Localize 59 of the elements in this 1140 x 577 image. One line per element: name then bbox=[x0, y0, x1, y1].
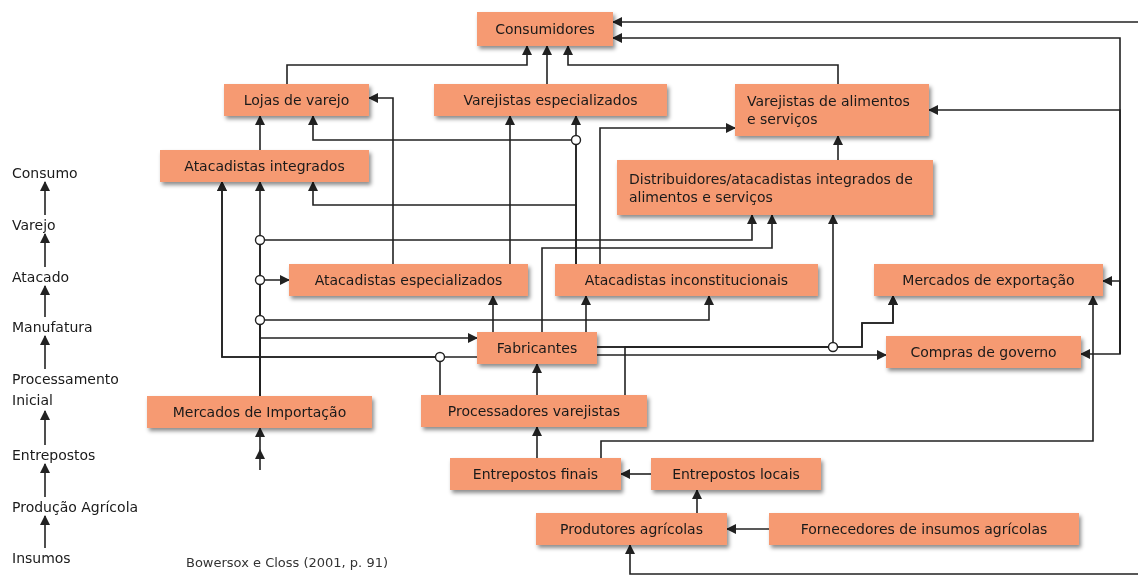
arrow bbox=[599, 123, 736, 265]
arrow bbox=[259, 333, 478, 397]
stage-label: Entrepostos bbox=[12, 445, 117, 464]
arrow bbox=[308, 181, 577, 265]
process-box: Processadores varejistas bbox=[421, 395, 647, 427]
arrow bbox=[620, 469, 652, 479]
process-box: Entrepostos locais bbox=[651, 458, 821, 490]
process-box: Distribuidores/atacadistas integrados de alimentos e serviços bbox=[617, 160, 933, 215]
arrow bbox=[368, 93, 394, 265]
arrow bbox=[286, 45, 532, 85]
arrow bbox=[255, 115, 265, 151]
arrow bbox=[612, 17, 1139, 27]
process-box: Mercados de Importação bbox=[147, 396, 372, 428]
arrow bbox=[596, 350, 887, 360]
arrow bbox=[581, 295, 591, 333]
arrow bbox=[40, 515, 50, 549]
arrow bbox=[40, 335, 50, 370]
arrow bbox=[833, 135, 843, 161]
arrow bbox=[255, 427, 265, 471]
arrow bbox=[505, 115, 515, 265]
stage-label: Consumo bbox=[12, 163, 92, 182]
arrow bbox=[692, 489, 702, 514]
arrow bbox=[40, 233, 50, 268]
stage-label: Produção Agrícola bbox=[12, 497, 167, 516]
process-box: Atacadistas inconstitucionais bbox=[555, 264, 818, 296]
process-box: Lojas de varejo bbox=[224, 84, 369, 116]
arrow bbox=[600, 295, 1098, 459]
process-box: Compras de governo bbox=[886, 336, 1081, 368]
stage-label: Insumos bbox=[12, 548, 87, 567]
process-box: Fornecedores de insumos agrícolas bbox=[769, 513, 1079, 545]
process-box: Atacadistas especializados bbox=[289, 264, 528, 296]
stage-label: Varejo bbox=[12, 215, 72, 234]
arrow bbox=[40, 410, 50, 446]
arrow bbox=[40, 463, 50, 498]
arrow bbox=[532, 426, 542, 459]
process-box: Varejistas de alimentos e serviços bbox=[735, 84, 929, 136]
process-box: Mercados de exportação bbox=[874, 264, 1103, 296]
arrow bbox=[40, 285, 50, 318]
stage-label: Processamento Inicial bbox=[12, 369, 147, 411]
process-box: Fabricantes bbox=[477, 332, 597, 364]
arrow bbox=[217, 181, 441, 396]
arrow bbox=[1080, 280, 1121, 359]
source-citation: Bowersox e Closs (2001, p. 91) bbox=[186, 554, 388, 572]
stage-label: Manufatura bbox=[12, 317, 112, 336]
arrow bbox=[541, 214, 777, 333]
process-box: Produtores agrícolas bbox=[536, 513, 727, 545]
process-box: Consumidores bbox=[477, 12, 613, 46]
process-box: Varejistas especializados bbox=[434, 84, 667, 116]
process-box: Entrepostos finais bbox=[450, 458, 621, 490]
arrow bbox=[488, 295, 498, 333]
stage-label: Atacado bbox=[12, 267, 82, 286]
arrow bbox=[726, 524, 770, 534]
process-box: Atacadistas integrados bbox=[160, 150, 369, 182]
arrow bbox=[542, 45, 552, 85]
arrow bbox=[40, 181, 50, 216]
arrow bbox=[624, 295, 898, 396]
arrow bbox=[532, 363, 542, 396]
arrow bbox=[625, 544, 1139, 575]
arrow bbox=[563, 45, 839, 85]
